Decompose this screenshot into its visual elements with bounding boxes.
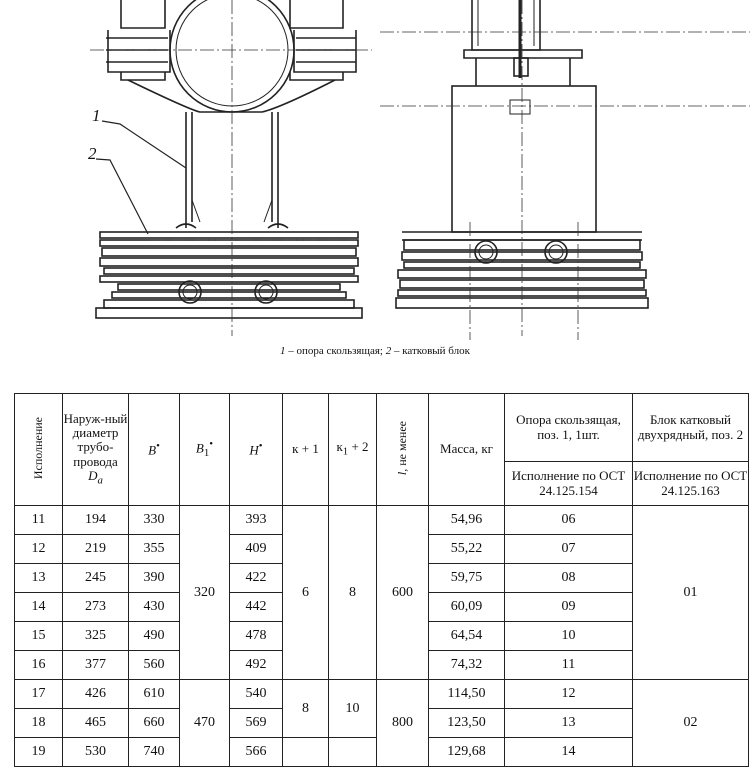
col-opora: Опора скользящая, поз. 1, 1шт. bbox=[504, 393, 633, 462]
k1-group-b: 8 bbox=[282, 679, 329, 738]
l-group-a: 600 bbox=[376, 505, 429, 680]
k2-group-a: 8 bbox=[328, 505, 377, 680]
blok-group-a: 01 bbox=[632, 505, 749, 680]
col-h: H• bbox=[229, 393, 283, 506]
col-ost163: Исполнение по ОСТ 24.125.163 bbox=[632, 461, 749, 506]
col-b1: B1• bbox=[179, 393, 230, 506]
b1-group-a: 320 bbox=[179, 505, 230, 680]
technical-drawing: 1 2 bbox=[88, 0, 750, 340]
caption-num-2: 2 bbox=[385, 345, 392, 357]
b1-group-b: 470 bbox=[179, 679, 230, 767]
col-mass: Масса, кг bbox=[428, 393, 505, 506]
col-b: B• bbox=[128, 393, 180, 506]
col-l: l, не менее bbox=[376, 393, 429, 506]
callout-2-label: 2 bbox=[88, 144, 97, 163]
k2-group-b: 10 bbox=[328, 679, 377, 738]
caption-num-1: 1 bbox=[280, 345, 286, 357]
blok-group-b: 02 bbox=[632, 679, 749, 767]
callout-1-label: 1 bbox=[92, 106, 101, 125]
spec-table: Исполнение Наруж-ный диаметр трубо-прово… bbox=[14, 393, 749, 767]
col-k1: к + 1 bbox=[282, 393, 329, 506]
figure-caption: 1 – опора скользящая; 2 – катковый блок bbox=[0, 345, 750, 357]
caption-text-2: – катковый блок bbox=[391, 345, 470, 357]
k1-group-a: 6 bbox=[282, 505, 329, 680]
col-ost154: Исполнение по ОСТ 24.125.154 bbox=[504, 461, 633, 506]
col-blok: Блок катковый двухрядный, поз. 2 bbox=[632, 393, 749, 462]
l-group-b: 800 bbox=[376, 679, 429, 767]
col-ispolnenie: Исполнение bbox=[14, 393, 63, 506]
col-k2: к1 + 2 bbox=[328, 393, 377, 506]
caption-text-1: – опора скользящая; bbox=[285, 345, 386, 357]
